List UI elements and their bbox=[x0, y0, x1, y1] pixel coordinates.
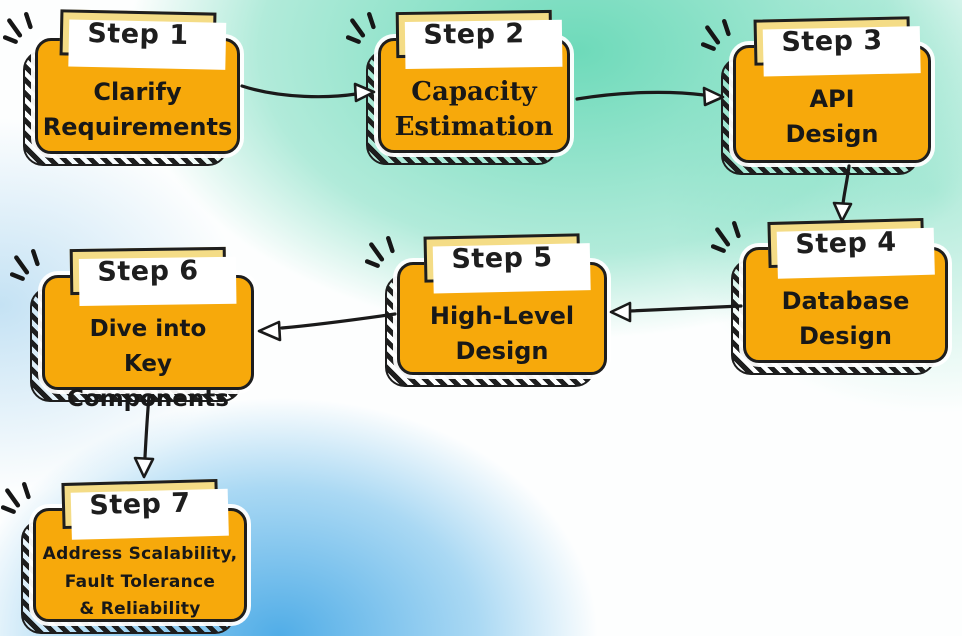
step-body-line: Fault Tolerance bbox=[64, 571, 216, 592]
step-body: Clarify Requirements bbox=[38, 41, 237, 145]
sparkle-icon bbox=[3, 12, 33, 44]
step-panel: Step 7 Address Scalability, Fault Tolera… bbox=[33, 478, 247, 624]
step-body-line: Estimation bbox=[394, 112, 554, 142]
step-title: Step 6 bbox=[97, 254, 199, 288]
step-title-badge: Step 2 bbox=[395, 9, 553, 59]
step-card-4: Step 4 Database Design bbox=[711, 217, 948, 375]
arrow-step1-to-step2 bbox=[240, 82, 376, 103]
step-card-3: Step 3 API Design bbox=[701, 16, 931, 175]
step-panel: Step 5 High-Level Design bbox=[397, 233, 607, 375]
step-title: Step 7 bbox=[89, 487, 191, 521]
sparkle-icon bbox=[365, 236, 395, 268]
step-body: Database Design bbox=[746, 250, 945, 354]
step-body-line: Capacity bbox=[411, 77, 537, 107]
step-body-line: Clarify bbox=[93, 78, 182, 106]
step-body-line: API bbox=[809, 85, 855, 113]
arrow-step4-to-step5 bbox=[609, 301, 743, 323]
step-body-line: Key Components bbox=[67, 351, 229, 412]
step-panel: Step 4 Database Design bbox=[743, 217, 948, 363]
step-card-5: Step 5 High-Level Design bbox=[365, 233, 607, 387]
step-card-1: Step 1 Clarify Requirements bbox=[3, 9, 240, 166]
step-body-line: Design bbox=[785, 120, 879, 148]
step-body-line: Database bbox=[781, 287, 910, 315]
step-title: Step 5 bbox=[451, 241, 553, 275]
step-panel: Step 1 Clarify Requirements bbox=[35, 9, 240, 154]
sparkle-icon bbox=[711, 221, 741, 253]
sparkle-icon bbox=[10, 249, 40, 281]
step-panel: Step 3 API Design bbox=[733, 16, 931, 163]
step-title: Step 1 bbox=[86, 17, 189, 51]
step-body-line: Address Scalability, bbox=[42, 544, 238, 564]
step-title-badge: Step 5 bbox=[423, 233, 581, 283]
step-body: Address Scalability, Fault Tolerance & R… bbox=[36, 511, 244, 624]
arrow-step5-to-step6 bbox=[257, 312, 397, 342]
step-body-line: High-Level bbox=[429, 302, 575, 330]
step-title: Step 3 bbox=[781, 24, 883, 58]
step-title: Step 2 bbox=[423, 17, 525, 51]
step-body-line: Design bbox=[799, 322, 892, 350]
step-body: High-Level Design bbox=[400, 265, 604, 369]
step-panel: Step 6 Dive into Key Components bbox=[42, 246, 254, 412]
step-body-line: Dive into bbox=[89, 316, 207, 342]
step-body-line: Requirements bbox=[42, 113, 233, 141]
step-title-badge: Step 4 bbox=[766, 217, 925, 269]
sparkle-icon bbox=[1, 482, 31, 514]
step-body-line: & Reliability bbox=[79, 599, 201, 619]
sparkle-icon bbox=[346, 12, 376, 44]
step-card-2: Step 2 Capacity Estimation bbox=[346, 9, 570, 165]
step-title-badge: Step 1 bbox=[59, 9, 216, 59]
sparkle-icon bbox=[701, 19, 731, 51]
step-panel: Step 2 Capacity Estimation bbox=[378, 9, 570, 153]
arrow-step2-to-step3 bbox=[575, 86, 725, 107]
step-card-7: Step 7 Address Scalability, Fault Tolera… bbox=[1, 478, 247, 634]
step-title-badge: Step 3 bbox=[753, 16, 911, 66]
step-title-badge: Step 7 bbox=[61, 478, 219, 530]
step-body-line: Design bbox=[455, 337, 549, 365]
step-title: Step 4 bbox=[794, 226, 897, 260]
step-card-6: Step 6 Dive into Key Components bbox=[10, 246, 254, 412]
step-title-badge: Step 6 bbox=[69, 246, 227, 296]
step-body: Capacity Estimation bbox=[381, 41, 567, 145]
step-body: API Design bbox=[736, 48, 928, 152]
